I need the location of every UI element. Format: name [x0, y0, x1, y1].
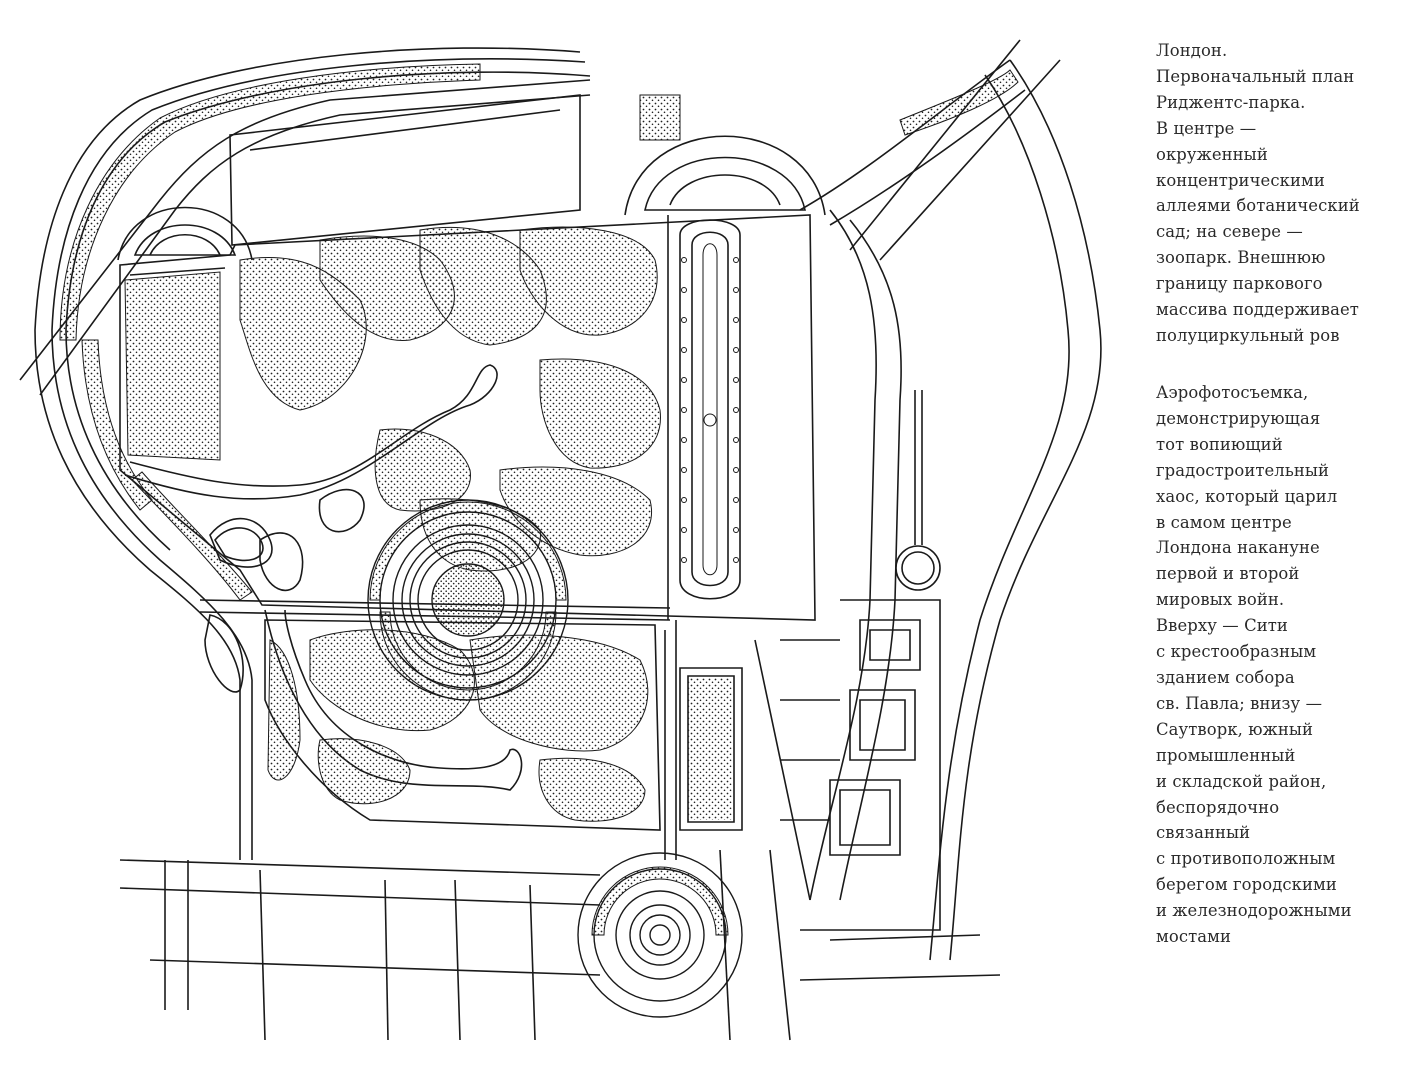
caption-line: Риджентс-парка.	[1156, 92, 1306, 112]
caption-line: градостроительный	[1156, 460, 1330, 480]
caption-line: берегом городскими	[1156, 875, 1337, 895]
caption-line: первой и второй	[1156, 564, 1300, 584]
caption-line: хаос, который царил	[1156, 486, 1338, 506]
caption-line: Аэрофотосъемка,	[1156, 383, 1309, 402]
caption-line: аллеями ботанический	[1156, 196, 1360, 216]
caption-line: массива поддерживает	[1156, 300, 1359, 320]
north-crescent-left	[133, 224, 237, 256]
caption-line: концентрическими	[1156, 170, 1325, 190]
caption-line: и железнодорожными	[1156, 901, 1352, 921]
long-basin	[679, 667, 743, 831]
caption-line: Лондон.	[1156, 41, 1228, 60]
caption-line: сад; на севере —	[1156, 222, 1303, 242]
lake-west-arm	[124, 364, 498, 500]
botanic-garden-center	[431, 563, 505, 637]
caption-line: Первоначальный план	[1156, 66, 1355, 86]
caption-line: границу паркового	[1156, 274, 1323, 294]
south-circus-outer	[577, 852, 743, 1018]
outer-ditch	[34, 47, 581, 860]
east-road	[799, 59, 1011, 211]
caption-line: полуциркульный ров	[1156, 325, 1340, 345]
northern-belt-planting	[59, 63, 481, 341]
caption-line: зданием собора	[1156, 667, 1295, 687]
caption-line: окруженный	[1156, 144, 1268, 164]
caption-line: промышленный	[1156, 745, 1296, 765]
woodland-nw	[124, 271, 221, 461]
caption-line: и складской район,	[1156, 771, 1327, 791]
caption-line: связанный	[1156, 823, 1251, 843]
caption-line: демонстрирующая	[1156, 408, 1321, 428]
caption-line: В центре —	[1156, 118, 1257, 138]
park-plan-map	[19, 39, 1102, 1041]
caption-line: Вверху — Сити	[1156, 616, 1288, 636]
caption-line: с противоположным	[1156, 849, 1336, 869]
caption-plan: Лондон. Первоначальный план Риджентс-пар…	[1156, 38, 1418, 349]
caption-line: мостами	[1156, 927, 1232, 947]
north-crescent-right	[644, 156, 806, 211]
caption-aerial-photo: Аэрофотосъемка, демонстрирующая тот вопи…	[1156, 380, 1418, 950]
caption-line: беспорядочно	[1156, 797, 1280, 817]
caption-line: тот вопиющий	[1156, 434, 1283, 454]
caption-line: мировых войн.	[1156, 590, 1285, 610]
caption-line: Лондона накануне	[1156, 538, 1320, 558]
caption-line: в самом центре	[1156, 512, 1292, 532]
caption-line: зоопарк. Внешнюю	[1156, 248, 1326, 268]
caption-line: Саутворк, южный	[1156, 719, 1314, 739]
caption-line: св. Павла; внизу —	[1156, 693, 1323, 713]
outer-ditch-inner	[51, 58, 586, 860]
zoo-enclosure	[229, 94, 581, 246]
elliptical-alley	[679, 219, 741, 600]
caption-line: с крестообразным	[1156, 642, 1317, 662]
east-roundabout	[895, 545, 941, 591]
